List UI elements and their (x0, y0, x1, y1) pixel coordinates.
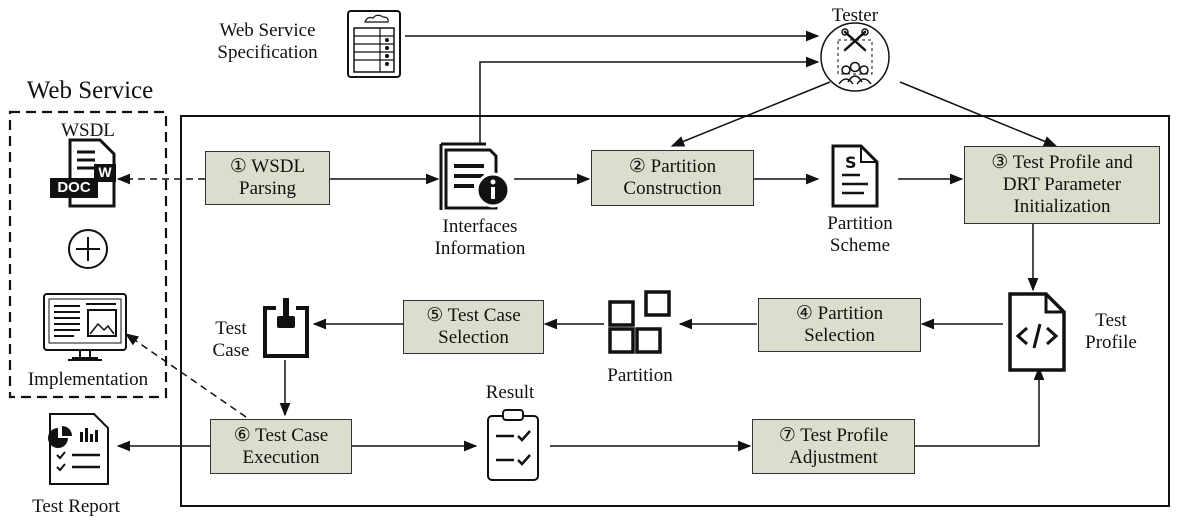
test-report-icon (48, 413, 109, 485)
test-report-label: Test Report (32, 496, 120, 517)
plus-icon (68, 229, 108, 269)
arrow-tester-to-step3 (899, 81, 1058, 147)
step-3-line1: ③ Test Profile and (991, 152, 1133, 173)
tester-icon (820, 22, 890, 92)
implementation-monitor-icon (43, 293, 127, 361)
test-case-label-line2: Case (212, 340, 250, 361)
test-profile-code-icon (1008, 292, 1066, 372)
step-5-test-case-selection: ⑤ Test Case Selection (403, 300, 544, 354)
interfaces-label-line2: Information (434, 238, 526, 259)
system-frame (180, 115, 1170, 507)
step-1-line2: Parsing (239, 178, 296, 199)
test-profile-label-line2: Profile (1085, 332, 1137, 353)
web-service-frame (8, 110, 168, 399)
interfaces-information-icon (439, 142, 511, 210)
test-case-label: Test Case (206, 318, 256, 362)
test-case-icon (263, 298, 309, 358)
partition-scheme-label-line2: Scheme (829, 235, 891, 256)
step-3-test-profile-init: ③ Test Profile and DRT Parameter Initial… (964, 146, 1160, 224)
step-7-line2: Adjustment (789, 446, 878, 468)
wsdl-doc-icon (50, 138, 116, 208)
step-2-line2: Construction (623, 178, 722, 199)
arrow-step6-to-implementation (124, 333, 247, 418)
partition-scheme-icon: S (831, 144, 879, 208)
wsdl-label: WSDL (61, 120, 115, 141)
wsdl-doc-text: DOC (57, 179, 91, 196)
step-4-line2: Selection (804, 325, 875, 346)
spec-label-line2: Specification (217, 42, 318, 63)
step-7-line1: ⑦ Test Profile (778, 424, 889, 446)
step-1-wsdl-parsing: ① WSDL Parsing (205, 151, 330, 205)
step-3-line3: Initialization (1013, 196, 1111, 217)
step-2-line1: ② Partition (628, 156, 717, 177)
implementation-label: Implementation (27, 369, 149, 390)
partition-grid-icon (608, 290, 671, 354)
step-3-line2: DRT Parameter (1002, 174, 1122, 195)
step-4-line1: ④ Partition (795, 303, 884, 324)
step-5-line1: ⑤ Test Case (426, 305, 521, 326)
partition-label: Partition (607, 365, 673, 386)
specification-document-icon (347, 10, 401, 78)
step-7-test-profile-adjustment: ⑦ Test Profile Adjustment (752, 419, 915, 474)
svg-text:S: S (845, 153, 857, 172)
test-profile-label-line1: Test (1095, 310, 1127, 331)
step-4-partition-selection: ④ Partition Selection (758, 298, 921, 352)
result-label: Result (485, 382, 535, 403)
result-clipboard-icon (487, 409, 539, 481)
step-6-test-case-execution: ⑥ Test Case Execution (210, 419, 352, 474)
wsdl-w-text: W (98, 164, 112, 180)
step-5-line2: Selection (438, 327, 509, 348)
step-1-line1: ① WSDL (229, 156, 306, 177)
partition-scheme-label-line1: Partition (827, 213, 893, 234)
web-service-title: Web Service (26, 77, 154, 104)
step-6-line2: Execution (242, 446, 320, 468)
step-2-partition-construction: ② Partition Construction (591, 150, 754, 206)
interfaces-label-line1: Interfaces (442, 216, 518, 237)
test-profile-label: Test Profile (1076, 310, 1146, 354)
arrow-step7-to-profile (915, 366, 1045, 447)
partition-scheme-label: Partition Scheme (800, 213, 920, 257)
interfaces-label: Interfaces Information (415, 216, 545, 260)
test-case-label-line1: Test (215, 318, 247, 339)
tester-label: Tester (831, 5, 879, 26)
arrow-interfaces-to-tester (479, 56, 820, 145)
spec-label-line1: Web Service (219, 20, 316, 41)
arrow-tester-to-step2 (670, 81, 831, 147)
spec-label: Web Service Specification (195, 20, 340, 64)
step-6-line1: ⑥ Test Case (233, 424, 329, 446)
